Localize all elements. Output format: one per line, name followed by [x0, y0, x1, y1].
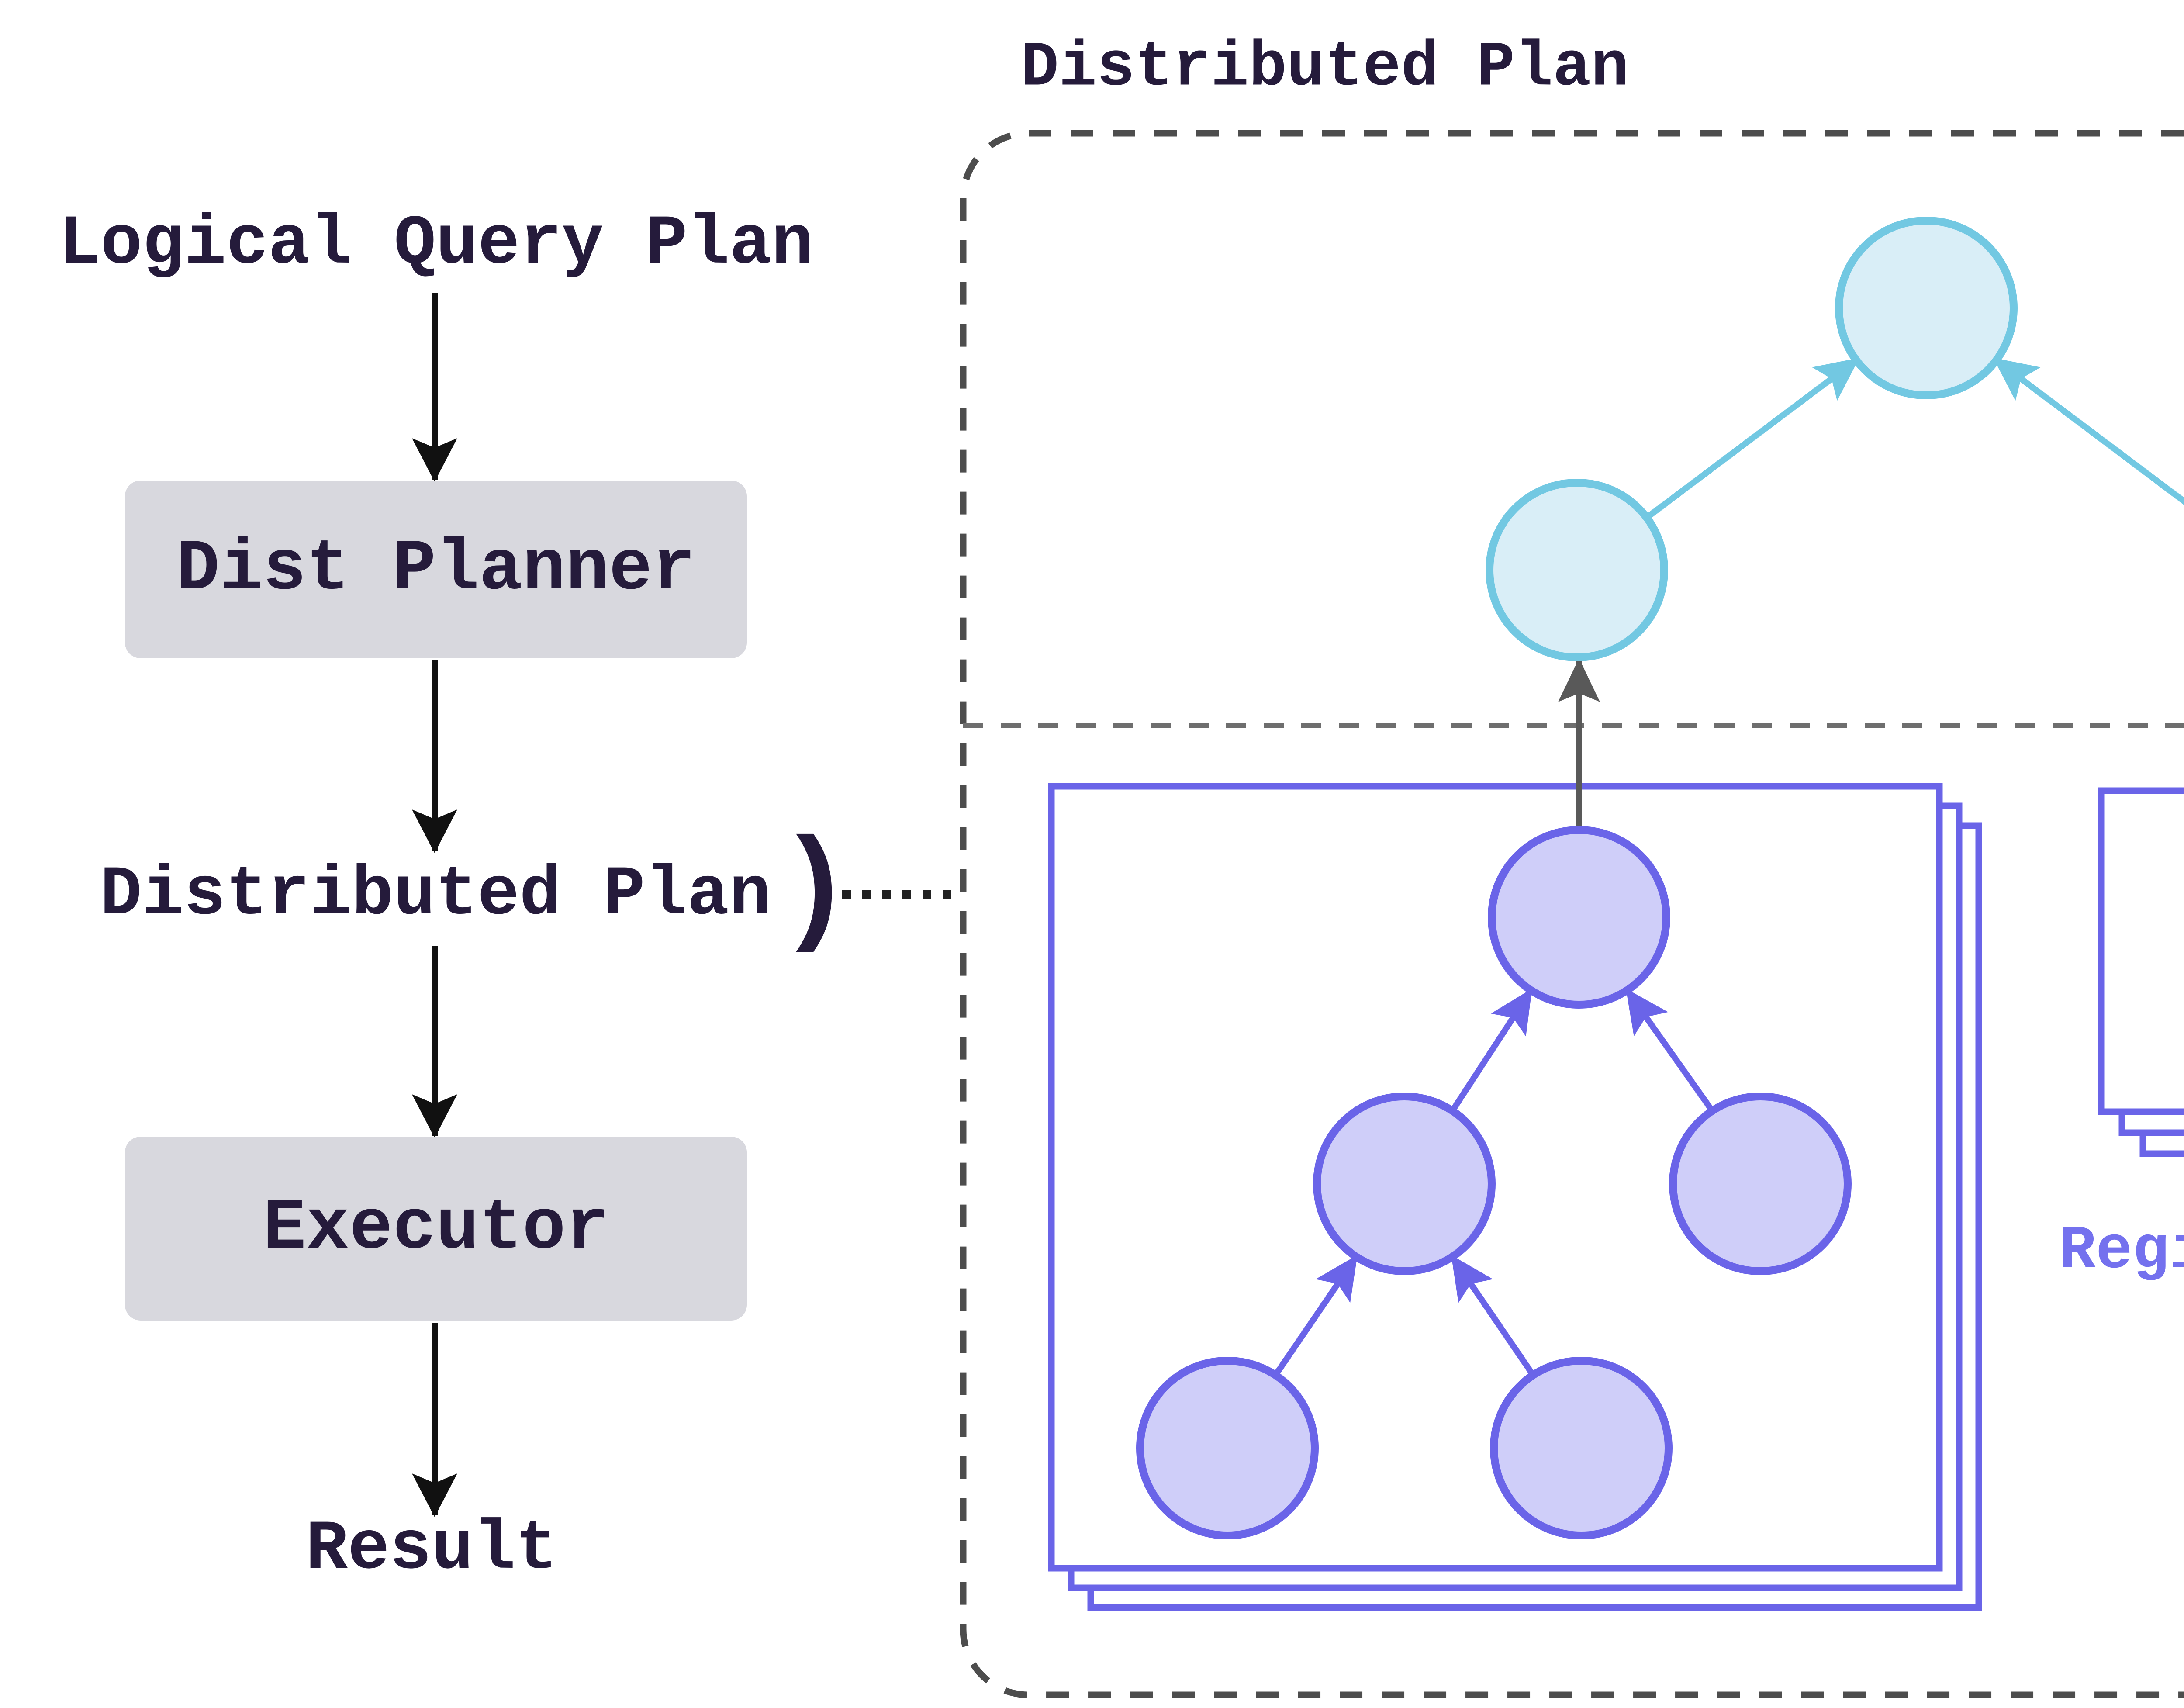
dist-planner-box: Dist Planner	[125, 481, 747, 658]
datanode-root-node	[1488, 826, 1670, 1009]
executor-label: Executor	[263, 1188, 609, 1269]
datanode-mid-node-left	[1313, 1093, 1496, 1275]
regions-sheet-front	[2098, 787, 2184, 1115]
tree-arrow-botright-to-mid	[1450, 1255, 1536, 1377]
regions-sheet-stack	[2098, 787, 2184, 1157]
frontend-arrow-right	[1993, 356, 2184, 505]
frontend-root-node	[1835, 217, 2018, 399]
frontend-arrow-left	[1645, 356, 1860, 520]
dist-planner-label: Dist Planner	[176, 529, 696, 610]
frontend-stage-nodes	[1486, 217, 2018, 661]
distributed-plan-bracket: )	[777, 821, 854, 964]
frontend-merge-arrows	[1645, 356, 2184, 520]
stage-crossing-arrows	[1558, 658, 1600, 830]
datanode-mid-node-right	[1669, 1093, 1852, 1275]
result-label: Result	[305, 1510, 558, 1589]
datanode-stage-nodes	[1136, 826, 1852, 1539]
distributed-plan-flow-label: Distributed Plan	[100, 856, 771, 935]
tree-arrow-botleft-to-mid	[1273, 1255, 1359, 1377]
regions-label: Regions	[2059, 1217, 2184, 1286]
datanode-leaf-node-right	[1490, 1357, 1673, 1539]
tree-arrow-midright-to-root	[1624, 988, 1715, 1113]
datanode-leaf-node-left	[1136, 1357, 1319, 1539]
executor-box: Executor	[125, 1137, 747, 1321]
distributed-plan-container	[960, 130, 2184, 1698]
distributed-plan-panel-title: Distributed Plan	[1021, 31, 1629, 104]
frontend-child-node-left	[1486, 479, 1668, 661]
datanode-tree-arrows	[1273, 988, 1715, 1377]
tree-arrow-midleft-to-root	[1450, 988, 1534, 1113]
logical-query-plan-label: Logical Query Plan	[58, 205, 814, 284]
